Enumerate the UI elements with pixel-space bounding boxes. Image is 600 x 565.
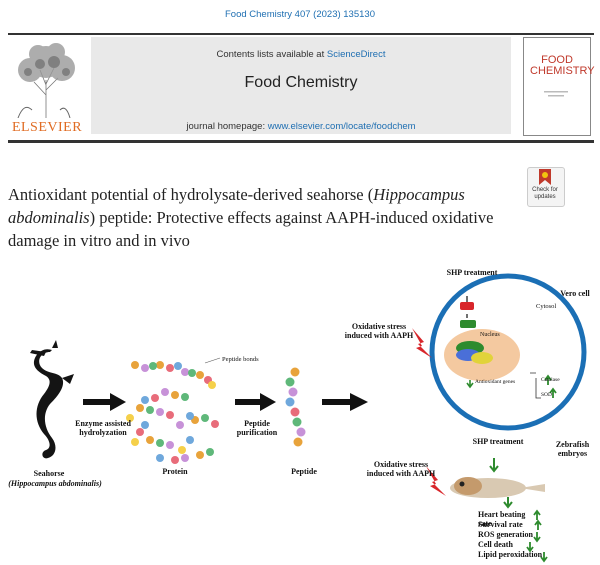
- outcome-survival-rate: Survival rate: [478, 520, 523, 529]
- nucleus-label: Nucleus: [480, 332, 500, 338]
- vero-cell-label: Vero cell: [560, 289, 590, 298]
- check-for-updates-label: Check for updates: [532, 187, 558, 200]
- seahorse-icon: [30, 340, 74, 459]
- stress-bolt-top: [412, 328, 432, 358]
- elsevier-tree-icon: [10, 40, 82, 118]
- zebrafish-label: Zebrafish embryos: [555, 440, 590, 458]
- protein-label: Protein: [162, 467, 188, 476]
- zebrafish-embryo-icon: [450, 477, 545, 498]
- contents-line: Contents lists available at ScienceDirec…: [91, 49, 511, 60]
- cover-lines-icon: [544, 91, 568, 97]
- stress-label-top: Oxidative stress induced with AAPH: [344, 322, 414, 340]
- outcome-cell-death: Cell death: [478, 540, 513, 549]
- seahorse-species-label: (Hippocampus abdominalis): [8, 479, 102, 488]
- stress-bolt-bottom: [426, 466, 446, 496]
- journal-banner: [91, 37, 511, 134]
- title-part1: Antioxidant potential of hydrolysate-der…: [8, 185, 374, 204]
- shp-treatment-bottom: SHP treatment: [472, 437, 524, 446]
- homepage-link[interactable]: www.elsevier.com/locate/foodchem: [267, 121, 416, 132]
- stress-label-bottom: Oxidative stress induced with AAPH: [366, 460, 436, 478]
- sod-label: SOD: [541, 392, 553, 398]
- journal-title: Food Chemistry: [244, 74, 358, 91]
- catalase-label: Catalase: [541, 377, 560, 383]
- outcome-heart-rate: Heart beating rate: [478, 510, 526, 528]
- sciencedirect-link[interactable]: ScienceDirect: [326, 49, 386, 60]
- shp-treatment-top: SHP treatment: [446, 268, 498, 277]
- bookmark-update-icon: [539, 169, 551, 185]
- title-part2: ) peptide: Protective effects against AA…: [8, 208, 494, 250]
- article-title: Antioxidant potential of hydrolysate-der…: [8, 183, 508, 252]
- journal-cover: [523, 37, 591, 136]
- header-top-rule: [8, 33, 594, 35]
- contents-prefix: Contents lists available at: [216, 49, 327, 60]
- peptide-beads: [285, 367, 306, 447]
- step-hydrolyzation: Enzyme assisted hydrolyzation: [75, 419, 131, 437]
- graphical-abstract: [30, 273, 587, 563]
- citation-line: Food Chemistry 407 (2023) 135130: [225, 9, 375, 20]
- header-bottom-rule: [8, 140, 594, 143]
- homepage-prefix: journal homepage:: [186, 121, 268, 132]
- outcome-ros: ROS generation: [478, 530, 533, 539]
- cytosol-label: Cytosol: [536, 303, 557, 310]
- antioxidant-genes-label: Antioxidant genes: [475, 379, 516, 385]
- title-species: Hippocampus abdominalis: [8, 185, 465, 227]
- publisher-logo-text: ELSEVIER: [11, 120, 83, 135]
- peptide-bonds-label: Peptide bonds: [222, 356, 259, 363]
- outcome-lipid-peroxidation: Lipid peroxidation: [478, 550, 543, 559]
- step-purification: Peptide purification: [236, 419, 278, 437]
- protein-beads: [126, 361, 219, 464]
- seahorse-label: Seahorse: [33, 469, 65, 478]
- cover-title: FOOD CHEMISTRY: [530, 54, 595, 77]
- peptide-label: Peptide: [291, 467, 317, 476]
- homepage-line: journal homepage: www.elsevier.com/locat…: [91, 121, 511, 132]
